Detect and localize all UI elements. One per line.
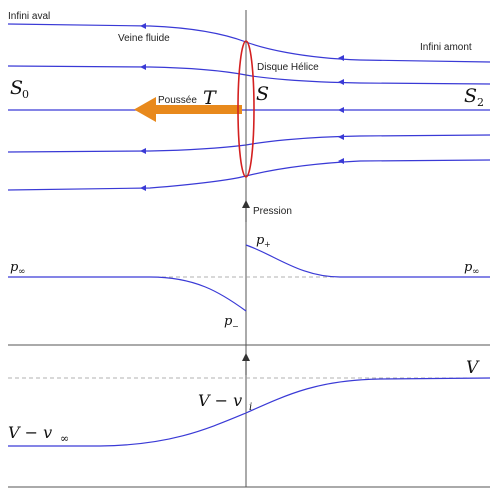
svg-text:p: p <box>10 260 19 275</box>
svg-text:S: S <box>464 85 477 107</box>
streamline-bottom-inner <box>7 134 491 153</box>
svg-text:∞: ∞ <box>18 267 26 277</box>
label-p-inf-right: p ∞ <box>464 260 480 277</box>
arrowhead <box>338 134 344 140</box>
velocity-plot: V V − v i V − v ∞ <box>8 353 491 447</box>
label-infini-amont: Infini amont <box>420 42 472 53</box>
arrowhead <box>338 107 344 113</box>
label-disque-helice: Disque Hélice <box>257 62 319 73</box>
label-p-minus: p − <box>224 314 239 331</box>
label-veine-fluide: Veine fluide <box>118 33 170 44</box>
arrowhead <box>140 64 146 70</box>
pressure-curve-downstream <box>245 244 490 278</box>
svg-text:2: 2 <box>477 96 484 109</box>
velocity-curve <box>8 377 491 447</box>
thrust-arrow <box>134 97 242 122</box>
svg-text:i: i <box>249 402 252 413</box>
label-v: V <box>466 358 480 378</box>
pressure-curve-upstream <box>8 276 247 312</box>
label-s: S <box>256 83 269 105</box>
svg-text:p: p <box>256 233 265 248</box>
svg-text:S: S <box>10 77 23 99</box>
pressure-plot: Pression p + p − p ∞ p ∞ <box>8 200 490 331</box>
svg-text:p: p <box>224 314 233 329</box>
label-poussee: Poussée <box>158 95 197 106</box>
propeller-disk <box>237 40 255 178</box>
svg-text:V − v: V − v <box>198 391 242 410</box>
arrowhead <box>140 148 146 154</box>
arrowhead <box>140 185 146 191</box>
arrowhead <box>338 55 344 61</box>
label-p-inf-left: p ∞ <box>10 260 26 277</box>
svg-text:0: 0 <box>22 88 29 101</box>
label-s2: S 2 <box>464 85 484 109</box>
streamline-top-inner <box>7 65 491 85</box>
arrowhead <box>338 158 344 164</box>
label-infini-aval: Infini aval <box>8 11 50 22</box>
label-v-minus-vi: V − v i <box>198 391 252 413</box>
svg-text:∞: ∞ <box>472 267 480 277</box>
arrowhead <box>140 23 146 29</box>
svg-text:V − v: V − v <box>8 423 52 442</box>
label-p-plus: p + <box>256 233 271 249</box>
streamline-top-outer <box>7 23 491 63</box>
svg-text:∞: ∞ <box>60 432 69 445</box>
svg-text:−: − <box>232 322 239 331</box>
label-pression: Pression <box>253 206 292 217</box>
label-s0: S 0 <box>10 77 29 101</box>
svg-text:p: p <box>464 260 473 275</box>
label-thrust-t: T <box>203 87 217 109</box>
arrowhead <box>338 79 344 85</box>
streamline-bottom-outer <box>7 159 491 191</box>
svg-text:+: + <box>264 240 271 249</box>
label-v-minus-vinf: V − v ∞ <box>8 423 69 445</box>
